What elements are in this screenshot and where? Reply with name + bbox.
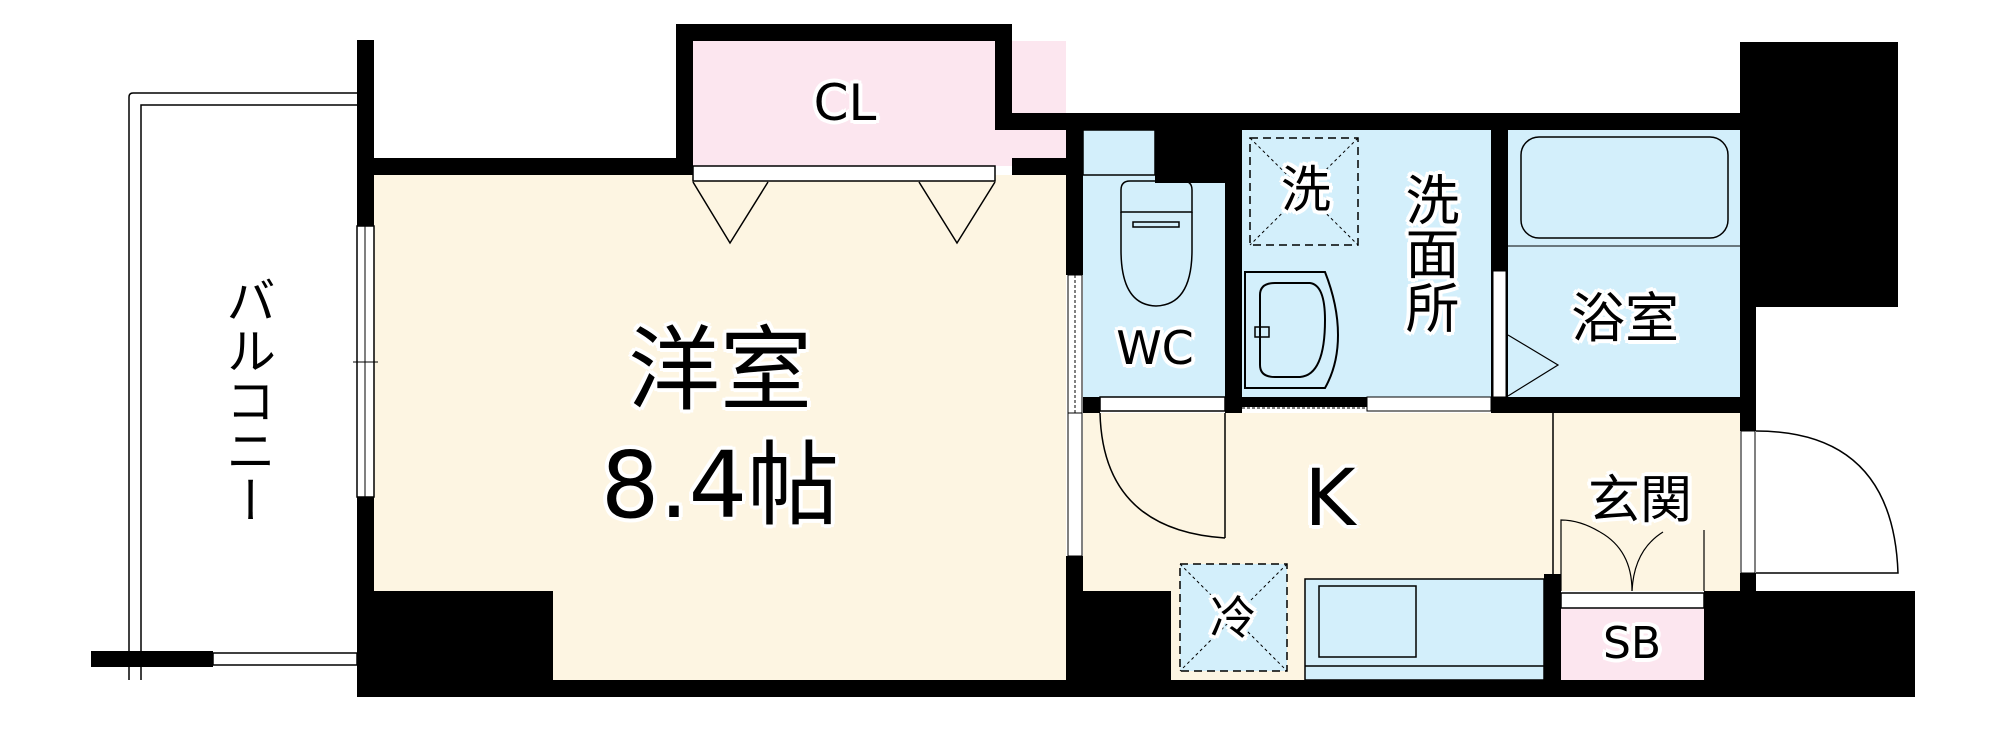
kitchen-fixtures — [1067, 274, 1545, 681]
closet-label: CL — [813, 74, 877, 132]
western-room-size: 8.4帖 — [600, 432, 840, 539]
toilet-label: WC — [1116, 321, 1194, 375]
balcony — [91, 92, 358, 680]
bathroom-label: 浴室 — [1571, 287, 1679, 350]
bathroom-fixtures — [1492, 136, 1740, 398]
kitchen-label: K — [1304, 454, 1356, 544]
balcony-window — [353, 225, 378, 498]
balcony-label: バルコニー — [218, 275, 276, 525]
entrance-floor — [1553, 413, 1740, 591]
fridge-label: 冷 — [1210, 591, 1256, 645]
entrance-label: 玄関 — [1587, 471, 1692, 531]
washroom-fixtures — [1242, 137, 1492, 412]
bathroom-floor — [1508, 130, 1740, 397]
washroom-floor — [1242, 130, 1491, 397]
shoe-box-floor — [1561, 608, 1704, 680]
washroom-label: 洗面所 — [1396, 172, 1459, 334]
western-room-label: 洋室 — [627, 317, 812, 424]
closet-doors — [692, 165, 996, 245]
shoe-box-label: SB — [1602, 618, 1662, 669]
entrance-fixtures — [1552, 413, 1899, 609]
washer-label: 洗 — [1281, 161, 1331, 219]
toilet-fixture — [1082, 129, 1226, 412]
